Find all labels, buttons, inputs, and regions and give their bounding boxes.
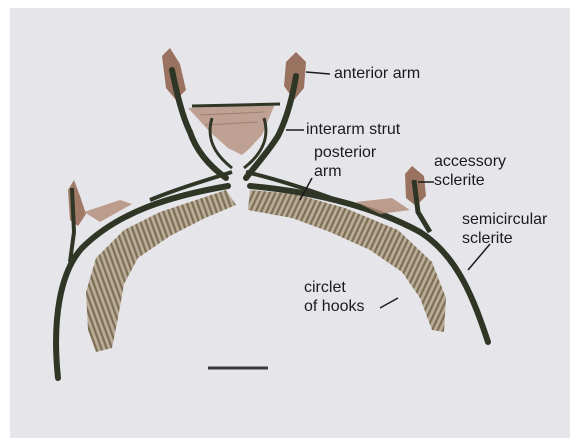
label-semicircular-sclerite: semicircular sclerite [462, 210, 547, 248]
label-posterior-arm: posterior arm [314, 143, 376, 181]
label-interarm-strut: interarm strut [306, 120, 400, 139]
label-anterior-arm: anterior arm [334, 64, 420, 83]
label-circlet-of-hooks: circlet of hooks [304, 278, 364, 316]
label-accessory-sclerite: accessory sclerite [434, 152, 506, 190]
